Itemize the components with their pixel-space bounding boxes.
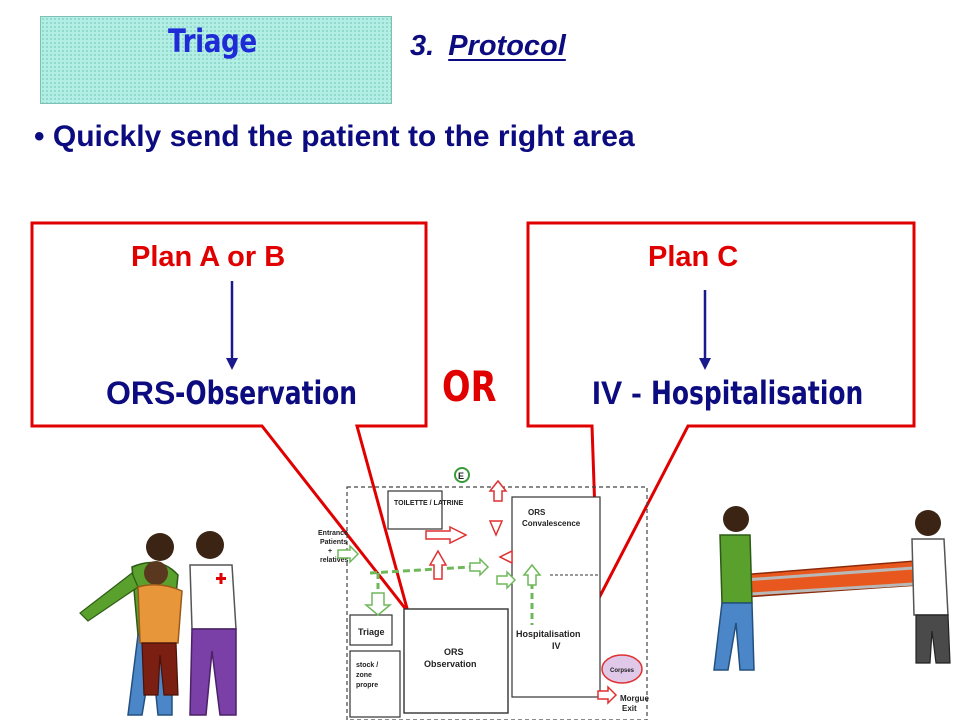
path-entrance [369,565,471,575]
right-result-label: IV - Hospitalisation [592,374,923,412]
hospitalisation-label-2: IV [552,641,561,651]
morgue-arrow-icon [597,685,618,705]
toilet-room [387,490,443,530]
stretcher [729,560,931,598]
or-connector: OR [442,362,497,411]
hospitalisation-label-1: Hospitalisation [516,629,581,639]
left-down-arrow-head [226,358,238,370]
left-plan-title: Plan A or B [131,241,286,273]
stock-label-1: stock / [356,662,378,669]
triage-badge-label: Triage [168,22,257,60]
convalescence-label-2: Convalescence [522,519,581,528]
morgue-label-2: Exit [622,704,637,713]
stock-label-3: propre [356,682,378,689]
right-plan-title: Plan C [648,241,739,273]
triage-room-label: Triage [358,627,385,637]
marker-icon [454,467,470,483]
entrance-label-2: Patients [320,539,347,546]
bullet-point: • Quickly send the patient to the right … [34,120,635,154]
ors-observation-room [403,608,509,714]
entrance-arrow-icon [337,544,360,564]
bullet-text: Quickly send the patient to the right ar… [52,120,635,153]
triage-badge-box [40,16,392,104]
red-arrow-icon-5 [498,549,513,565]
entrance-label-1: Entrance [318,530,348,537]
patient-figure [137,561,183,696]
left-callout-box [30,221,428,613]
left-result-strong: ORS [106,375,176,411]
toilet-label: TOILETTE / LATRINE [394,500,464,507]
right-down-arrow-head [699,358,711,370]
up-arrow-icon [522,563,542,586]
stock-label-2: zone [356,672,372,679]
left-result-label: ORS-Observation [106,374,409,412]
treatment-centre-floor-plan: TOILETTE / LATRINE ORS Convalescence Hos… [318,467,649,720]
entrance-label-4: relatives [320,557,349,564]
convalescence-label-1: ORS [528,508,546,517]
slide-title: 3. Protocol [410,30,566,63]
marker-label: E [458,471,464,481]
right-result-rest: Hospitalisation [650,374,863,412]
stock-room [349,650,401,718]
green-arrow-icon [496,570,517,590]
triage-arrow-icon [363,592,393,616]
stretcher-carry-illustration [713,506,951,671]
red-arrow-icon-2 [425,525,468,545]
right-result-strong: IV - [592,375,642,411]
bullet-glyph: • [34,120,45,153]
triage-room [349,614,393,646]
carrier-right-figure [911,510,951,664]
red-arrow-icon-4 [488,479,508,502]
corpses-label: Corpses [610,668,635,674]
left-result-rest: -Observation [175,374,358,412]
title-number: 3. [410,30,435,62]
observation-label-1: ORS [444,647,464,657]
red-arrow-icon-3 [488,520,504,537]
right-callout-box [526,221,916,606]
title-text: Protocol [448,30,566,62]
observation-label-2: Observation [424,659,477,669]
red-arrow-icon-1 [428,549,448,580]
corpses-area [601,654,643,684]
path-arrow-icon [469,557,490,577]
patient-supported-illustration [79,531,237,716]
ors-convalescence-room [511,496,601,698]
morgue-label-1: Morgue [620,694,649,703]
helper-right-figure [189,531,237,716]
entrance-label-3: + [328,548,332,555]
carrier-left-figure [713,506,755,671]
